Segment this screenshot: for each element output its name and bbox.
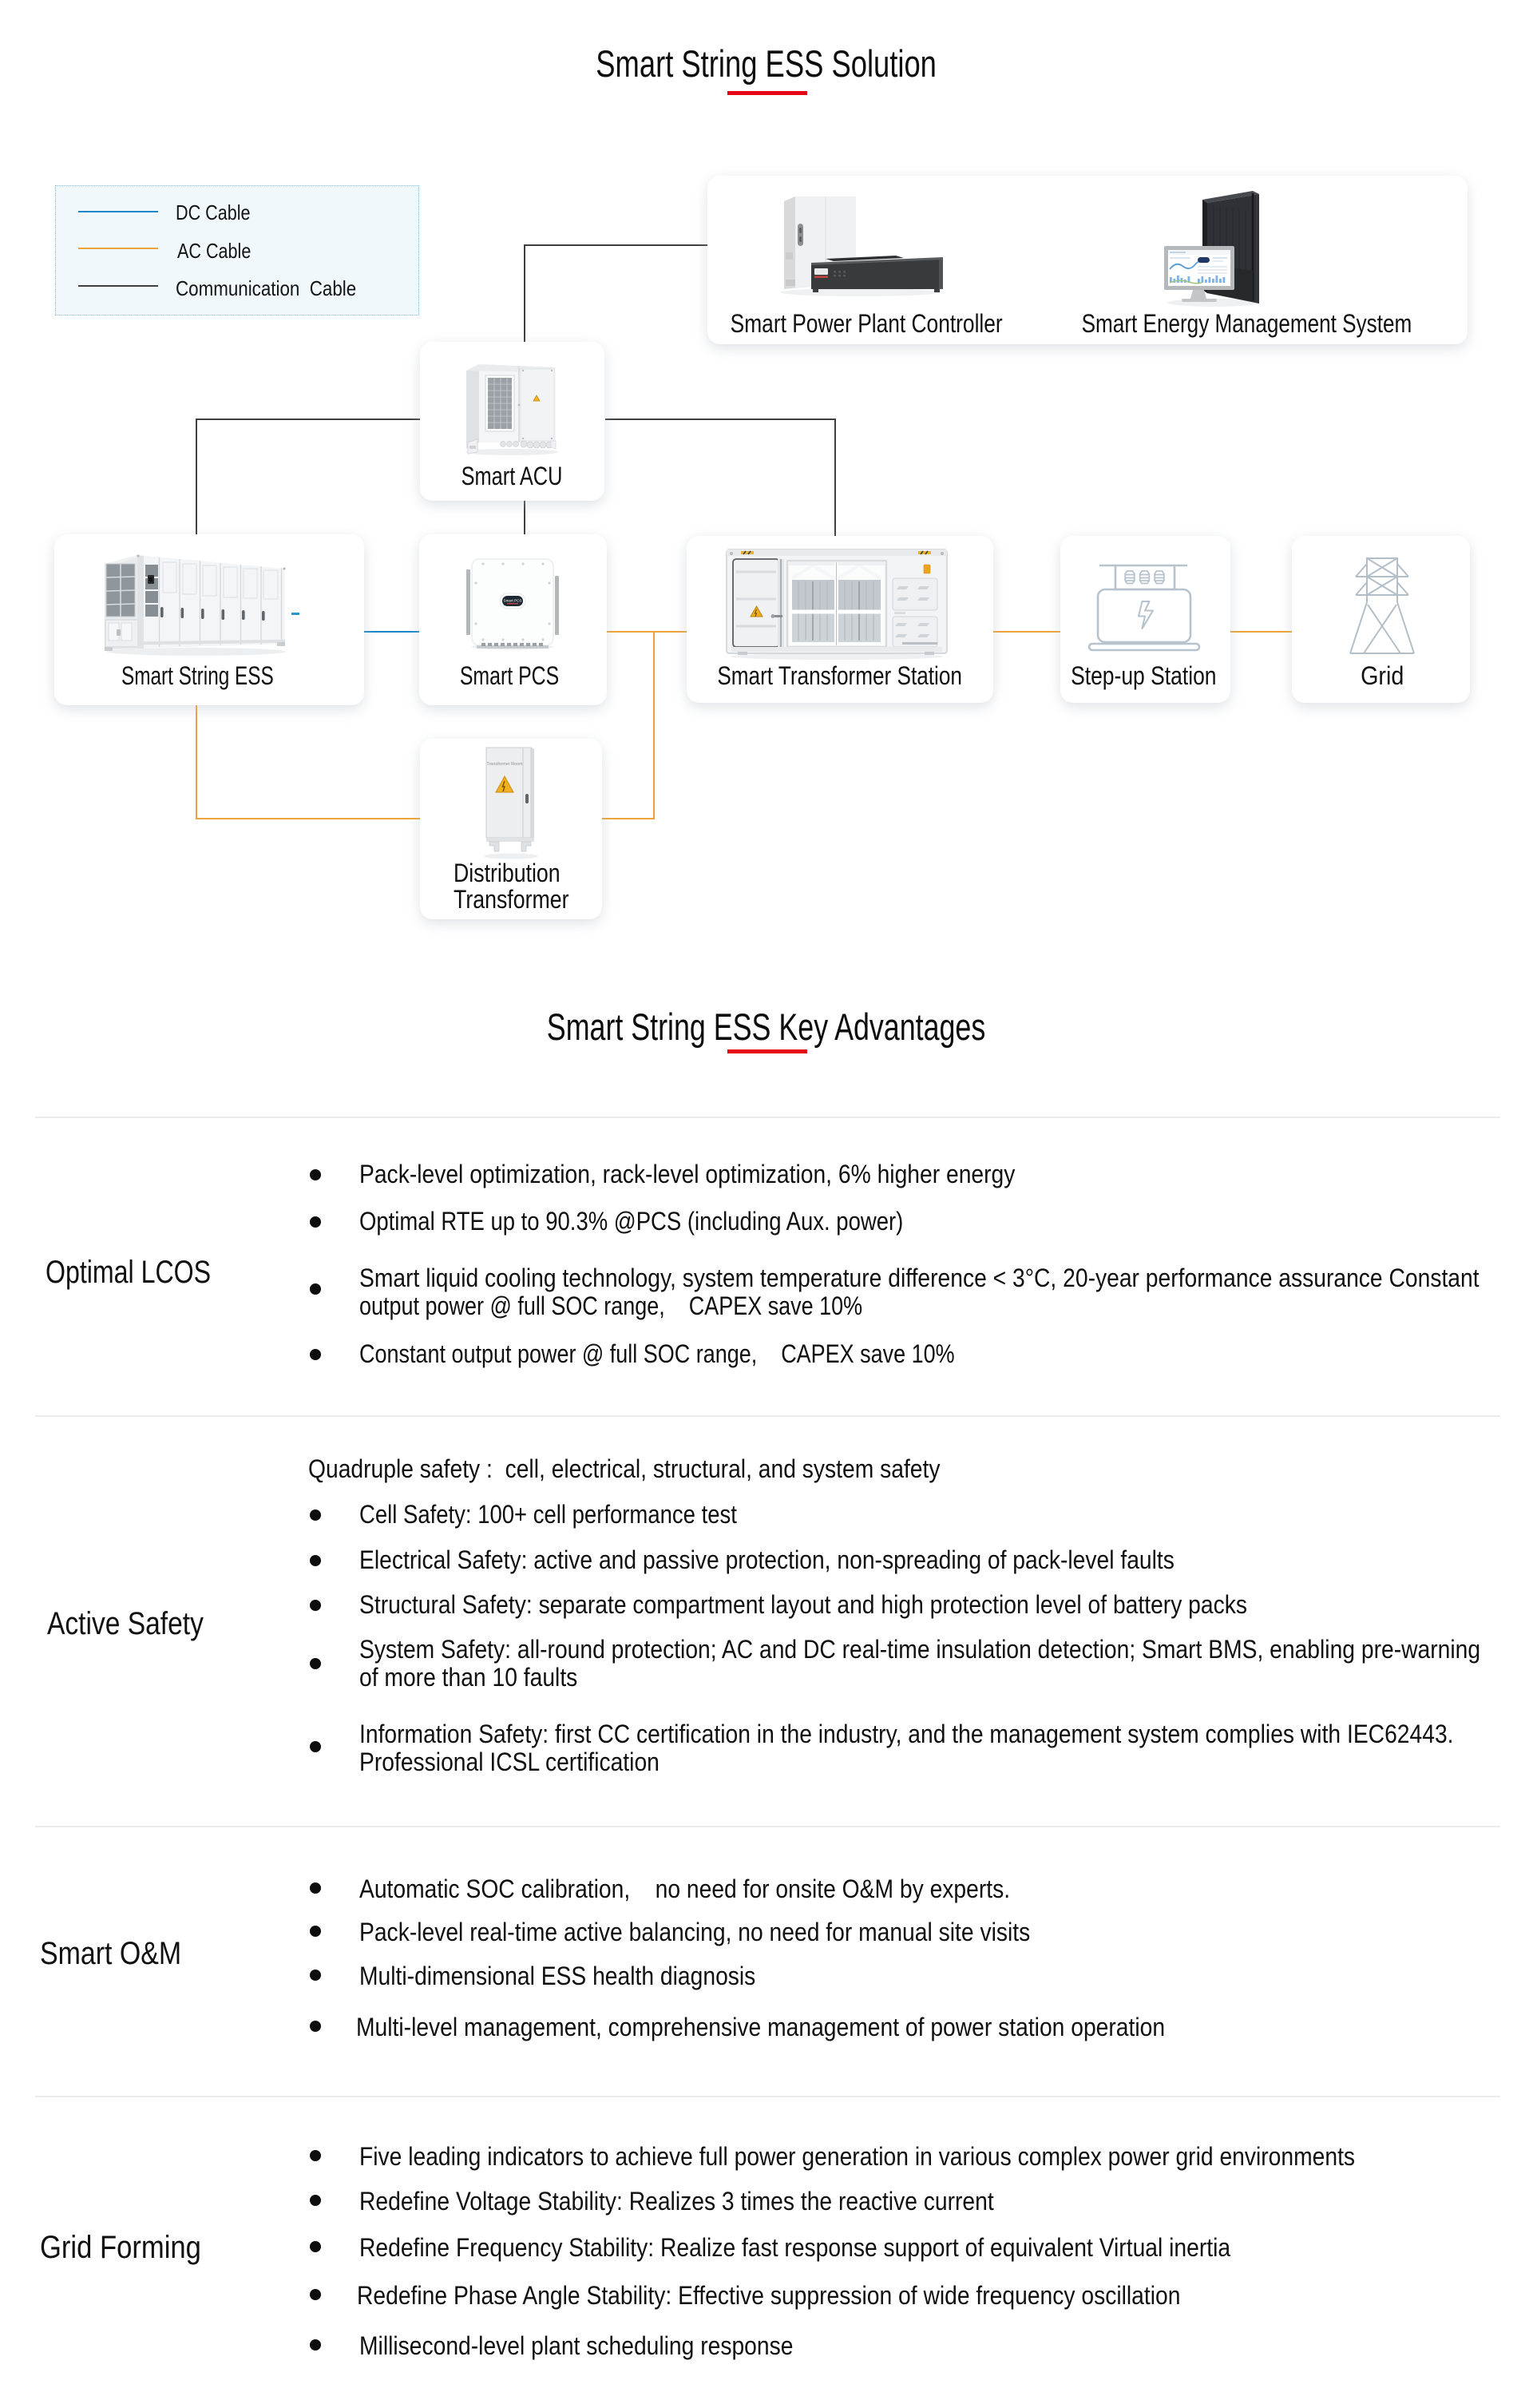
svg-text:Transformer Room: Transformer Room	[486, 762, 523, 767]
svg-text:Smart PCS: Smart PCS	[504, 599, 522, 603]
